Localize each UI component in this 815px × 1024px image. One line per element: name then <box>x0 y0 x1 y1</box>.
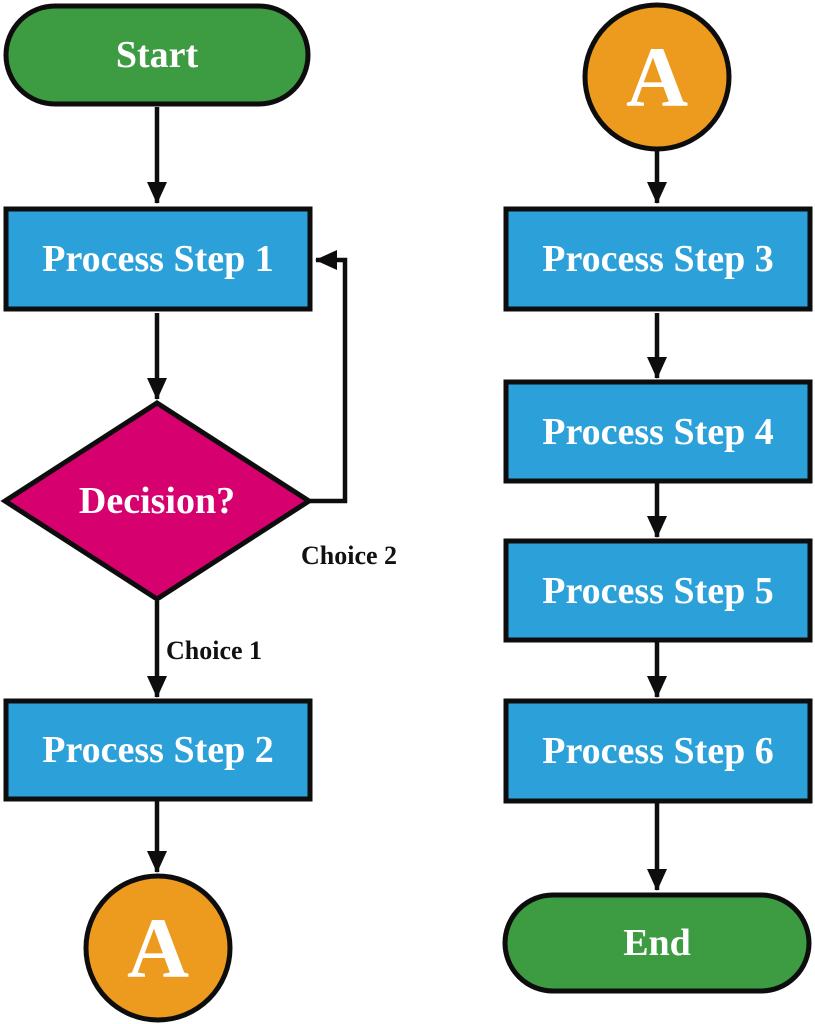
start-node-shape <box>3 3 311 107</box>
decision-diamond-shape <box>0 400 314 602</box>
edge-decision-loop-choice2 <box>310 250 348 504</box>
process-step-2-shape <box>3 698 313 802</box>
connector-a-left-shape <box>83 873 233 1023</box>
process-step-1-shape <box>3 206 313 312</box>
process-step-6-shape <box>503 698 813 804</box>
process-step-5-shape <box>503 538 813 643</box>
process-step-3-shape <box>503 206 813 312</box>
connector-a-right-shape <box>582 2 732 152</box>
process-step-4-shape <box>503 379 813 484</box>
end-node-shape <box>502 892 812 994</box>
